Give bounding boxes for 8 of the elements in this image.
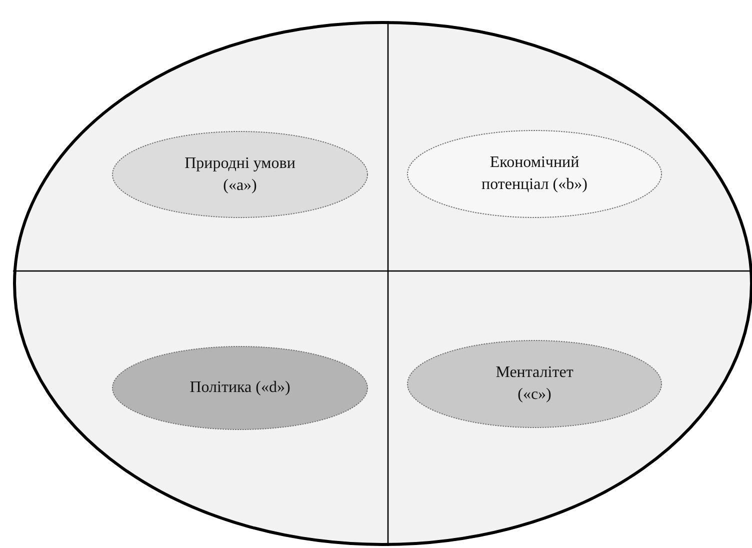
factor-ellipse [407,130,662,218]
factor-label: Економічний потенціал («b») [480,153,588,195]
factor-label: Політика («d») [188,378,292,398]
factor-label: Природні умови («a») [184,154,296,196]
factor-ellipse [407,340,662,428]
factor-label: Менталітет («c») [494,363,574,405]
factor-ellipse [112,346,368,430]
factor-ellipse [112,131,368,218]
